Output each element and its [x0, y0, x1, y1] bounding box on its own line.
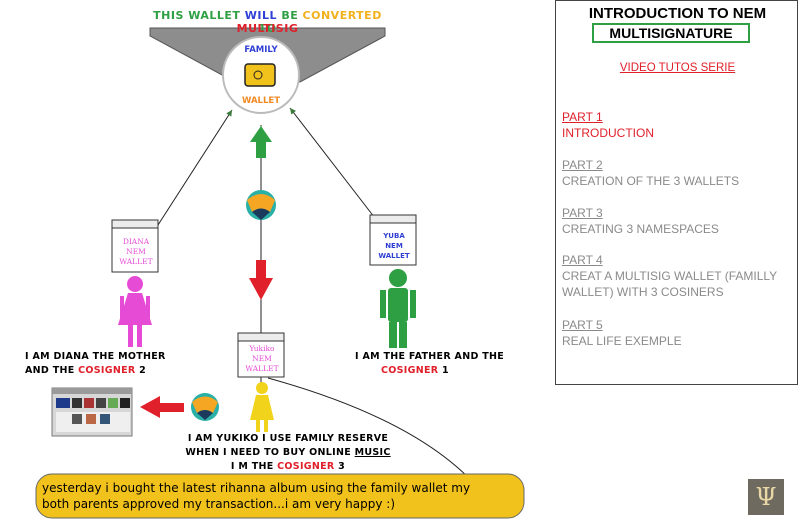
yukiko-wallet-label: Yukiko NEM WALLET	[245, 344, 279, 373]
speech-bubble	[35, 473, 525, 519]
psi-logo: Ψ	[748, 479, 784, 515]
nem-logo-center	[246, 190, 276, 220]
father-caption: I AM THE FATHER AND THE COSIGNER 1	[355, 351, 505, 376]
part-5[interactable]: PART 5 REAL LIFE EXEMPLE	[562, 318, 682, 348]
mother-caption: I AM DIANA THE MOTHER AND THE COSIGNER 2	[25, 351, 166, 376]
yuba-wallet-card	[369, 214, 417, 266]
red-left-arrow	[140, 396, 184, 418]
mother-figure	[118, 276, 152, 347]
red-down-arrow	[249, 260, 273, 300]
multisig-diagram: THIS WALLET WILL BE CONVERTED TO MULTISI…	[25, 9, 525, 519]
green-up-arrow	[250, 126, 272, 158]
speech-bubble-text: yesterday i bought the latest rihanna al…	[42, 481, 471, 511]
family-wallet-icon	[244, 63, 276, 87]
music-store-screenshot	[51, 387, 133, 437]
diagram-title-line2: MULTISIG	[236, 22, 299, 35]
diagram-title-line1: THIS WALLET WILL BE CONVERTED TO	[153, 9, 382, 35]
link-diana-family	[157, 109, 233, 226]
diana-wallet-label: DIANA NEM WALLET	[119, 237, 153, 266]
father-figure	[380, 269, 416, 348]
link-yuba-family	[289, 107, 379, 223]
yukiko-caption: I AM YUKIKO I USE FAMILY RESERVE WHEN I …	[185, 433, 391, 472]
yuba-wallet-label: YUBA NEM WALLET	[378, 232, 410, 260]
part-3[interactable]: PART 3 CREATING 3 NAMESPACES	[562, 206, 719, 236]
family-wallet-label-top: FAMILY	[244, 45, 278, 55]
panel-subtitle: MULTISIGNATURE	[592, 23, 750, 43]
nem-logo-left	[191, 393, 219, 421]
part-2[interactable]: PART 2 CREATION OF THE 3 WALLETS	[562, 158, 740, 188]
family-wallet-label-bottom: WALLET	[241, 96, 280, 106]
tutorial-panel: INTRODUCTION TO NEM MULTISIGNATURE VIDEO…	[555, 0, 798, 385]
panel-title: INTRODUCTION TO NEM	[588, 5, 767, 22]
series-label: VIDEO TUTOS SERIE	[619, 62, 736, 74]
child-figure	[250, 382, 274, 432]
yukiko-wallet-card	[237, 332, 285, 378]
diagram-graphics	[35, 27, 525, 519]
part-4[interactable]: PART 4 CREAT A MULTISIG WALLET (FAMILLY …	[562, 253, 777, 299]
diana-wallet-card	[111, 219, 159, 273]
part-1[interactable]: PART 1 INTRODUCTION	[562, 110, 654, 140]
speech-pointer	[267, 377, 481, 491]
